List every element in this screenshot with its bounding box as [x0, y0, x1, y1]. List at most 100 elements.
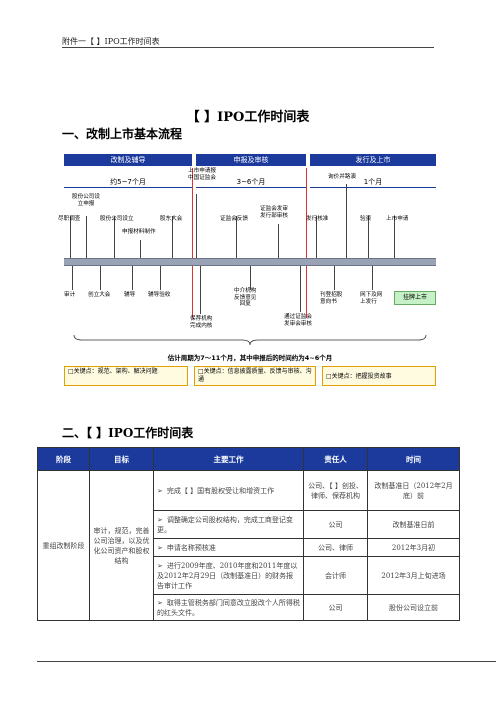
tick [114, 216, 115, 258]
tick [316, 216, 317, 258]
duration-line [310, 187, 436, 188]
header-time: 时间 [367, 447, 460, 471]
work-cell: ➢调整确定公司股权结构，完成工商登记变更。 [153, 510, 304, 539]
document-title: 【 】IPO工作时间表 [186, 110, 310, 125]
header-owner: 责任人 [303, 447, 368, 471]
step-counseling-acceptance: 辅导验收 [148, 292, 171, 298]
duration-restructure: 约5~7个月 [110, 178, 146, 186]
step-issuance-approval: 发行核准 [306, 216, 329, 222]
table-header-row: 阶段 目标 主要工作 责任人 时间 [37, 447, 460, 471]
step-due-diligence: 尽职调查 [58, 216, 81, 222]
tick [368, 216, 369, 258]
tick [196, 194, 197, 258]
phase-divider [192, 168, 193, 318]
work-cell: ➢进行2009年度、2010年度和2011年度以及2012年2月29日（改制基准… [153, 556, 304, 595]
step-offering: 网下及网 上发行 [360, 292, 383, 305]
owner-cell: 公司 [303, 510, 368, 539]
step-sponsor-review: 保荐机构 完成内核 [190, 316, 213, 329]
timeline-bar [64, 258, 436, 266]
stage-cell: 重组改制阶段 [37, 470, 90, 621]
table-row: ➢取得主管税务部门同意改立股改个人所得税的红头文件。 公司 股份公司设立前 [38, 594, 460, 621]
key-point-issuance: □关键点：把握投资故事 [322, 366, 436, 386]
tick [236, 216, 237, 258]
owner-cell: 公司、律师 [303, 538, 368, 557]
footer-divider [37, 661, 496, 662]
step-csrc-review: 证监会发审 发行部审核 [260, 206, 288, 219]
section-heading-flow: 一、改制上市基本流程 [62, 127, 183, 141]
step-jsc-established: 股份公司设立 [100, 216, 134, 222]
tick [300, 266, 301, 312]
work-text: 取得主管税务部门同意改立股改个人所得税的红头文件。 [157, 598, 300, 617]
table-row: 重组改制阶段 审计，规范，完善公司治理，以及优化公司资产和股权结构 ➢完成【 】… [37, 470, 460, 621]
work-text: 调整确定公司股权结构，完成工商登记变更。 [157, 515, 293, 534]
step-counseling: 辅导 [124, 292, 136, 298]
work-cell: ➢申请名称预核准 [153, 538, 304, 557]
phase-bar-filing: 申报及审核 [196, 154, 306, 166]
header-stage: 阶段 [37, 447, 90, 471]
arrow-bullet-icon: ➢ [157, 486, 163, 495]
step-listing: 挂牌上市 [394, 291, 436, 305]
step-csrc-application: 上市申请报 中国证监会 [188, 168, 216, 181]
key-point-filing: □关键点：信息披露质量、反馈与审核、沟通 [194, 366, 316, 386]
key-point-restructure: □关键点：规范、架构、解决问题 [64, 366, 188, 386]
work-text: 进行2009年度、2010年度和2011年度以及2012年2月29日（改制基准日… [157, 561, 298, 590]
tick [200, 266, 201, 314]
header-work: 主要工作 [153, 447, 304, 471]
step-roadshow: 询价并路演 [328, 174, 356, 180]
tick [346, 184, 347, 258]
period-estimate: 估计周期为7～11个月，其中申报后的时间约为4~6个月 [167, 354, 333, 362]
header-divider [62, 47, 434, 48]
work-cell: ➢取得主管税务部门同意改立股改个人所得税的红头文件。 [153, 594, 304, 621]
tick [100, 266, 101, 290]
phase-bar-issuance: 发行及上市 [310, 154, 436, 166]
phase-divider [306, 168, 307, 318]
step-shareholder-meeting: 股东大会 [160, 216, 183, 222]
section-heading-schedule: 二、【 】IPO工作时间表 [62, 426, 194, 440]
tick [394, 216, 395, 258]
phase-bar-restructure: 改制及辅导 [64, 154, 192, 166]
tick [72, 266, 73, 290]
tick [172, 216, 173, 258]
time-cell: 股份公司设立前 [367, 594, 460, 621]
work-cell: ➢完成【 】国有股权受让和增资工作 [153, 470, 304, 511]
step-materials: 申报材料制作 [122, 229, 156, 235]
time-cell: 改制基准日（2012年2月底）前 [367, 470, 460, 511]
work-text: 完成【 】国有股权受让和增资工作 [166, 486, 275, 495]
step-founding-meeting: 创立大会 [88, 292, 111, 298]
step-listing-application: 上市申请 [386, 216, 409, 222]
period-brace [73, 334, 427, 346]
duration-issuance: 1个月 [363, 178, 383, 186]
page-header: 附件一【 】IPO工作时间表 [62, 37, 160, 46]
arrow-bullet-icon: ➢ [157, 561, 163, 570]
step-jsc-filing: 股份公司设 立申报 [72, 194, 100, 207]
goal-cell: 审计，规范，完善公司治理，以及优化公司资产和股权结构 [89, 470, 154, 621]
work-text: 申请名称预核准 [166, 543, 216, 552]
duration-filing: 3~6个月 [236, 178, 266, 186]
ipo-schedule-table: 阶段 目标 主要工作 责任人 时间 重组改制阶段 审计，规范，完善公司治理，以及… [37, 447, 460, 621]
tick [250, 266, 251, 290]
owner-cell: 公司、【 】创投、律师、保荐机构 [303, 470, 368, 511]
arrow-bullet-icon: ➢ [157, 598, 163, 607]
arrow-bullet-icon: ➢ [157, 543, 163, 552]
tick [70, 216, 71, 258]
duration-line [196, 187, 306, 188]
tick [334, 266, 335, 290]
step-capital-verification: 验资 [360, 216, 372, 222]
duration-line [64, 187, 192, 188]
time-cell: 2012年3月上旬进场 [367, 556, 460, 595]
table-row: ➢申请名称预核准 公司、律师 2012年3月初 [38, 538, 460, 557]
tick [86, 216, 87, 258]
step-csrc-feedback: 证监会反馈 [220, 216, 248, 222]
arrow-bullet-icon: ➢ [157, 515, 163, 524]
time-cell: 改制基准日前 [367, 510, 460, 539]
step-prospectus: 刊登招股 意向书 [320, 292, 343, 305]
step-feedback-reply: 中介机构 反馈意见 回复 [234, 288, 257, 308]
tick [372, 266, 373, 290]
owner-cell: 公司 [303, 594, 368, 621]
tick [132, 266, 133, 290]
owner-cell: 会计师 [303, 556, 368, 595]
step-audit: 审计 [64, 292, 76, 298]
tick [278, 224, 279, 258]
time-cell: 2012年3月初 [367, 538, 460, 557]
ipo-flowchart: 改制及辅导 申报及审核 发行及上市 约5~7个月 3~6个月 1个月 尽职调查 … [58, 154, 436, 388]
